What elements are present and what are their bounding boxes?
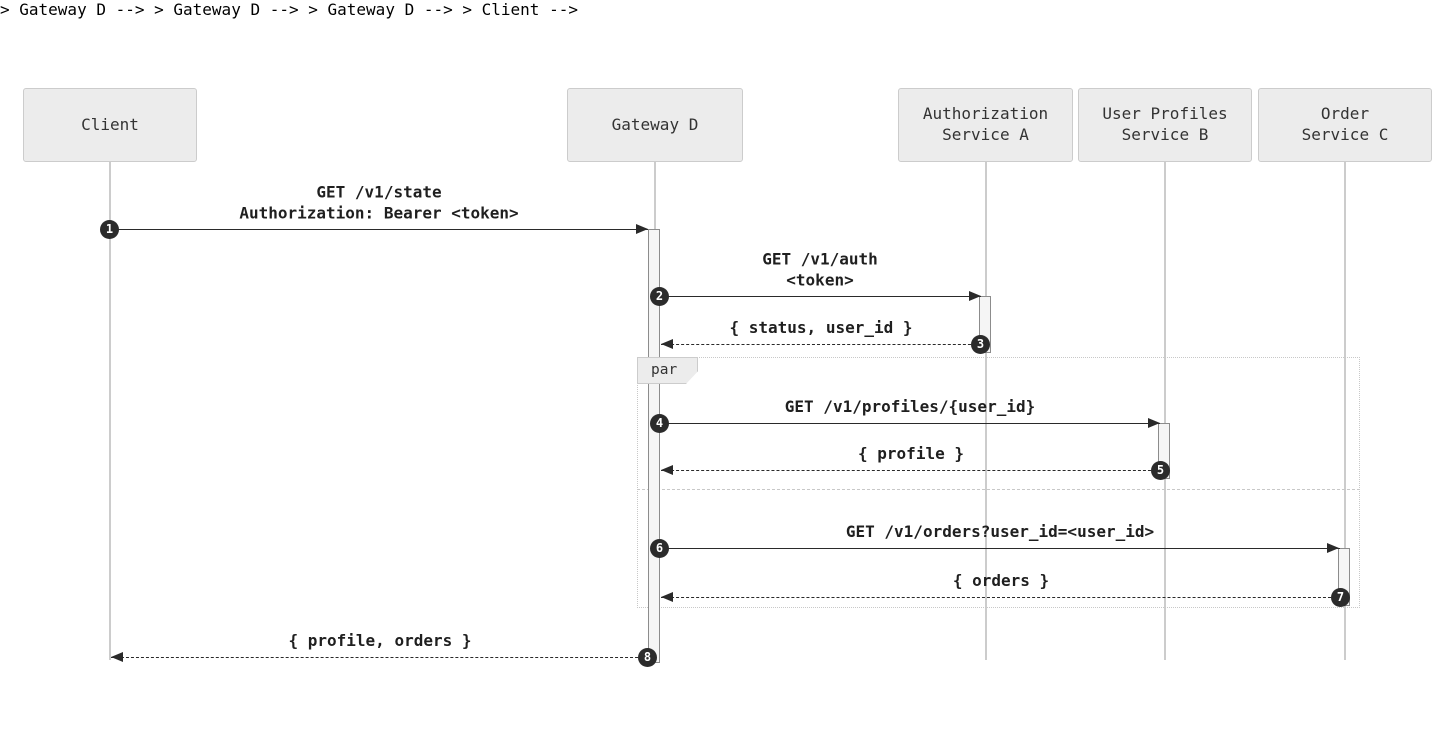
participant-label: Authorization Service A <box>922 104 1049 144</box>
par-fragment-divider <box>637 489 1360 490</box>
message-4-label: GET /v1/profiles/{user_id} <box>784 397 1036 417</box>
message-6-arrowhead-icon <box>1327 543 1339 553</box>
message-1-line <box>110 229 648 230</box>
participant-box-auth: Authorization Service A <box>898 88 1073 162</box>
message-5-seq-badge: 5 <box>1151 461 1170 480</box>
message-5-line <box>661 470 1161 471</box>
participant-label: Order Service C <box>1301 104 1389 144</box>
message-3-label: { status, user_id } <box>729 318 913 338</box>
lifeline-orders <box>1344 162 1346 660</box>
participant-label: User Profiles Service B <box>1102 104 1228 144</box>
message-7-line <box>661 597 1341 598</box>
message-7-arrowhead-icon <box>661 592 673 602</box>
message-1-arrowhead-icon <box>636 224 648 234</box>
participant-box-gateway: Gateway D <box>567 88 743 162</box>
par-fragment-label: par <box>637 357 699 384</box>
message-2-seq-badge: 2 <box>650 287 669 306</box>
message-2-line <box>660 296 981 297</box>
message-8-arrowhead-icon <box>111 652 123 662</box>
message-4-line <box>660 423 1160 424</box>
message-1-seq-badge: 1 <box>100 220 119 239</box>
lifeline-auth <box>985 162 987 660</box>
message-6-label: GET /v1/orders?user_id=<user_id> <box>845 522 1155 542</box>
message-6-seq-badge: 6 <box>650 539 669 558</box>
message-2-arrowhead-icon <box>969 291 981 301</box>
message-6-line <box>660 548 1340 549</box>
lifeline-client <box>109 162 111 660</box>
participant-label: Gateway D <box>611 114 699 134</box>
lifeline-profiles <box>1164 162 1166 660</box>
message-3-seq-badge: 3 <box>971 335 990 354</box>
message-2-label: GET /v1/auth <token> <box>762 249 878 290</box>
participant-box-orders: Order Service C <box>1258 88 1432 162</box>
message-7-label: { orders } <box>952 571 1050 591</box>
message-7-seq-badge: 7 <box>1331 588 1350 607</box>
par-fragment-frame <box>637 357 1360 608</box>
message-3-line <box>661 344 981 345</box>
message-1-label: GET /v1/state Authorization: Bearer <tok… <box>239 182 519 223</box>
message-8-label: { profile, orders } <box>288 631 472 651</box>
participant-box-client: Client <box>23 88 197 162</box>
message-8-seq-badge: 8 <box>638 648 657 667</box>
message-5-arrowhead-icon <box>661 465 673 475</box>
participant-label: Client <box>81 114 139 134</box>
message-3-arrowhead-icon <box>661 339 673 349</box>
participant-box-profiles: User Profiles Service B <box>1078 88 1252 162</box>
message-8-line <box>111 657 648 658</box>
message-5-label: { profile } <box>858 444 964 464</box>
message-4-seq-badge: 4 <box>650 414 669 433</box>
message-4-arrowhead-icon <box>1148 418 1160 428</box>
